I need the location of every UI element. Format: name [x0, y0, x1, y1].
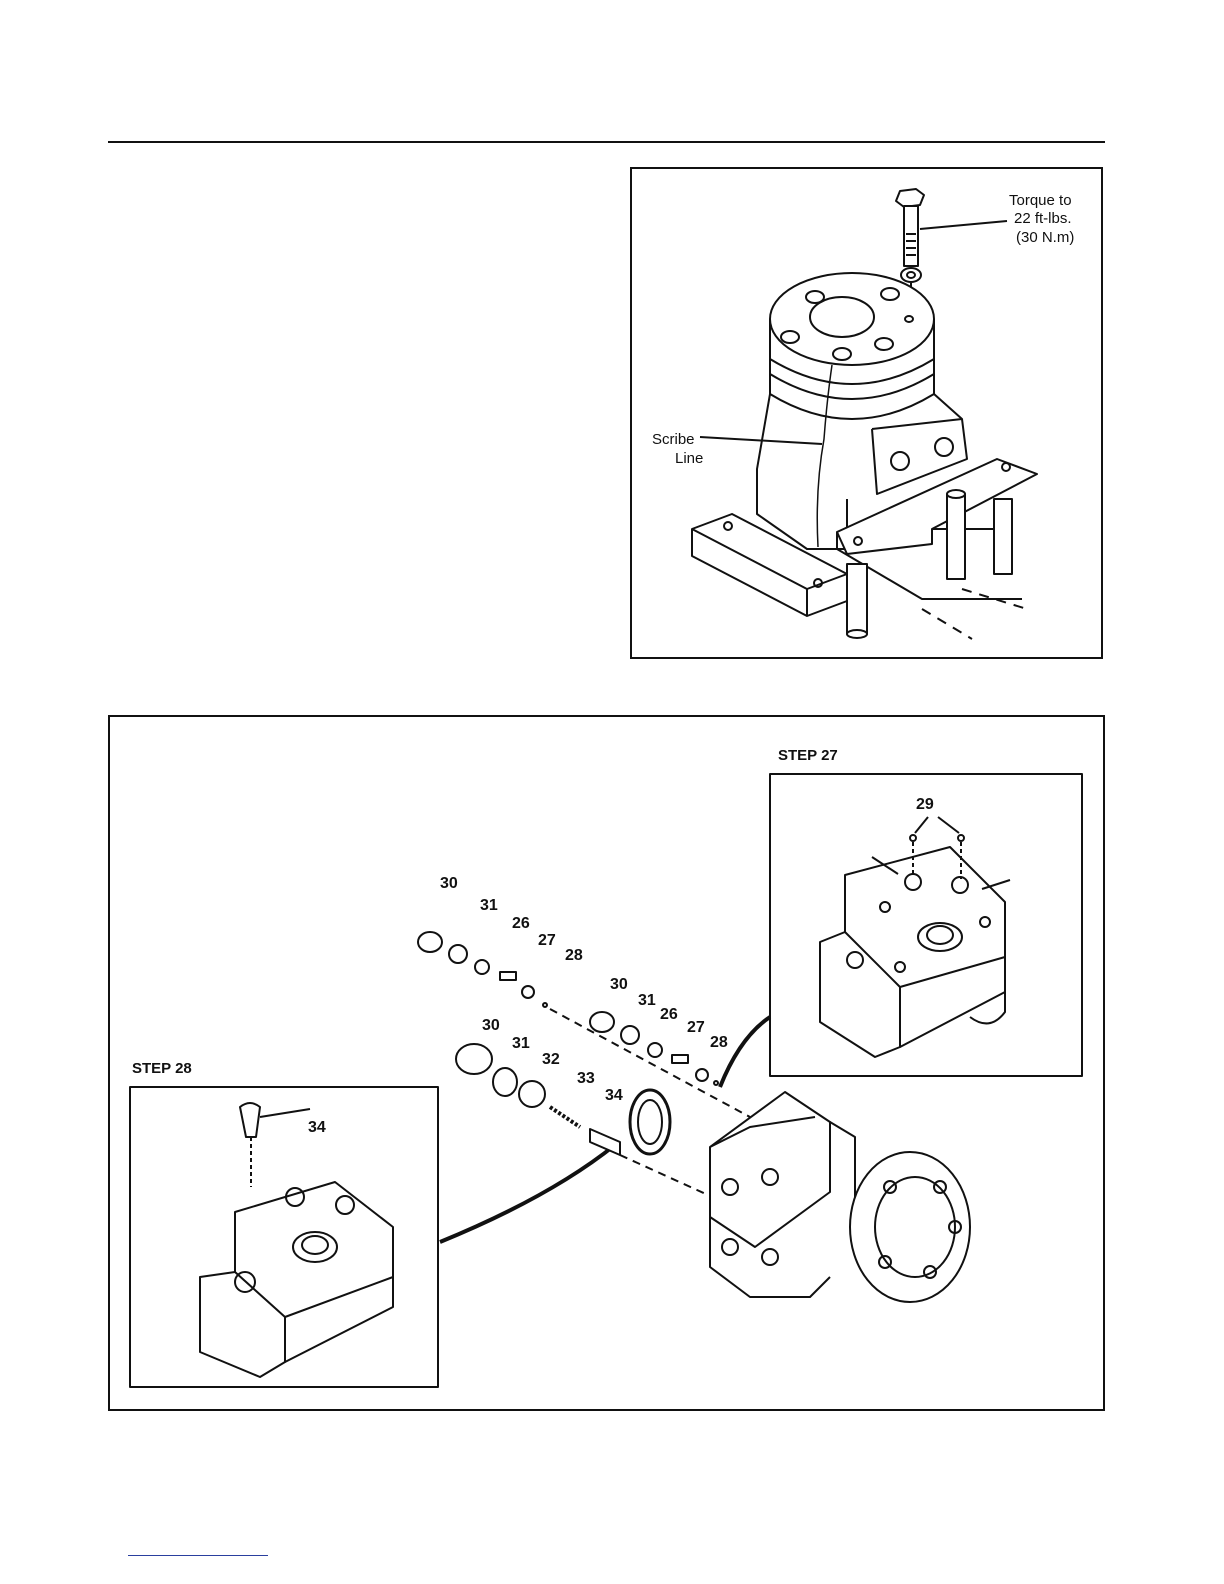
scribe-line-1: Scribe	[652, 431, 695, 448]
row1-label-28: 28	[565, 947, 583, 964]
scribe-line-2: Line	[675, 450, 703, 467]
step28-title: STEP 28	[132, 1060, 192, 1077]
row1-label-31: 31	[480, 897, 498, 914]
exploded-drawing: STEP 27 29 STEP 28 34 30 31 26 27 28 30 …	[110, 717, 1107, 1413]
row2-label-27: 27	[687, 1019, 705, 1036]
row1-label-27: 27	[538, 932, 556, 949]
washer	[901, 268, 921, 282]
label-34-step28: 34	[308, 1119, 326, 1136]
footer-link-underline	[128, 1555, 268, 1556]
row2-label-28: 28	[710, 1034, 728, 1051]
torque-figure: Torque to 22 ft-lbs. (30 N.m) Scribe Lin…	[630, 167, 1103, 659]
row3-label-31: 31	[512, 1035, 530, 1052]
torque-line-3: (30 N.m)	[1016, 229, 1074, 246]
row3-label-32: 32	[542, 1051, 560, 1068]
bolt-head	[896, 189, 924, 207]
torque-line-2: 22 ft-lbs.	[1014, 210, 1072, 227]
row3-label-30: 30	[482, 1017, 500, 1034]
row2-label-26: 26	[660, 1006, 678, 1023]
header-rule	[108, 141, 1105, 143]
torque-line-1: Torque to	[1009, 192, 1072, 209]
row2-label-31: 31	[638, 992, 656, 1009]
row1-label-26: 26	[512, 915, 530, 932]
row3-label-34: 34	[605, 1087, 623, 1104]
exploded-valve-figure: STEP 27 29 STEP 28 34 30 31 26 27 28 30 …	[108, 715, 1105, 1411]
step27-title: STEP 27	[778, 747, 838, 764]
row1-label-30: 30	[440, 875, 458, 892]
torque-drawing: Torque to 22 ft-lbs. (30 N.m) Scribe Lin…	[632, 169, 1105, 661]
bolt-shank	[904, 206, 918, 266]
row3-label-33: 33	[577, 1070, 595, 1087]
row2-label-30: 30	[610, 976, 628, 993]
label-29: 29	[916, 796, 934, 813]
